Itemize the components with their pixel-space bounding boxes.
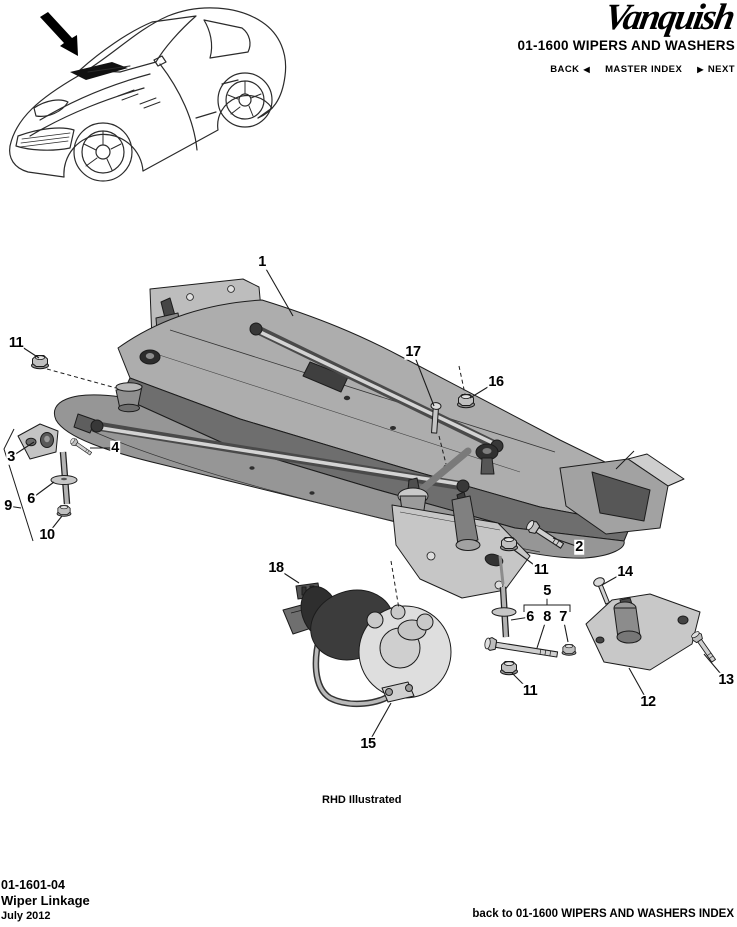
bolt-13: [689, 629, 719, 665]
doc-title: Wiper Linkage: [1, 893, 90, 908]
linkage-frame-drawing: [53, 278, 685, 599]
stud-5-stack: [491, 555, 517, 638]
location-arrow-icon: [40, 12, 78, 56]
group-bracket-9: [3, 428, 34, 542]
next-label: NEXT: [707, 64, 735, 75]
header-nav: BACK ◀ MASTER INDEX ▶ NEXT: [550, 64, 735, 75]
link-rods: [90, 322, 504, 495]
section-title: 01-1600 WIPERS AND WASHERS: [517, 38, 735, 53]
wiper-motor-15: [282, 586, 452, 707]
stud-6-left: [50, 451, 78, 505]
nut-7: [561, 644, 577, 656]
master-index-label: MASTER INDEX: [605, 64, 683, 75]
hardware-parts: [17, 355, 719, 707]
back-to-index-link[interactable]: back to 01-1600 WIPERS AND WASHERS INDEX: [472, 908, 734, 920]
lower-mounting-plate: [391, 491, 531, 599]
doc-date: July 2012: [1, 910, 51, 922]
bracket-12: [585, 593, 701, 671]
back-arrow-icon: ◀: [583, 64, 591, 74]
nut-11-left: [31, 355, 49, 370]
nut-11-lower: [500, 661, 518, 676]
master-index-link[interactable]: MASTER INDEX: [605, 64, 682, 75]
diagram-caption: RHD Illustrated: [322, 794, 402, 806]
next-arrow-icon: ▶: [697, 64, 704, 74]
doc-number: 01-1601-04: [1, 878, 65, 892]
bolt-8: [484, 637, 559, 658]
cowl-highlight: [70, 62, 128, 80]
nut-11-center: [500, 537, 518, 552]
rubber-mount: [115, 382, 143, 413]
nut-10: [56, 505, 72, 517]
bracket-3: [17, 423, 59, 460]
group-bracket-5: [523, 597, 571, 612]
car-inset-drawing: [9, 7, 287, 182]
cowl-end-bracket: [559, 453, 685, 535]
right-bushing: [475, 443, 499, 475]
back-link[interactable]: BACK ◀: [550, 64, 590, 75]
back-label: BACK: [550, 64, 580, 75]
annotation-lines: [3, 365, 635, 612]
next-link[interactable]: ▶ NEXT: [697, 64, 735, 75]
screw-14: [593, 577, 610, 605]
